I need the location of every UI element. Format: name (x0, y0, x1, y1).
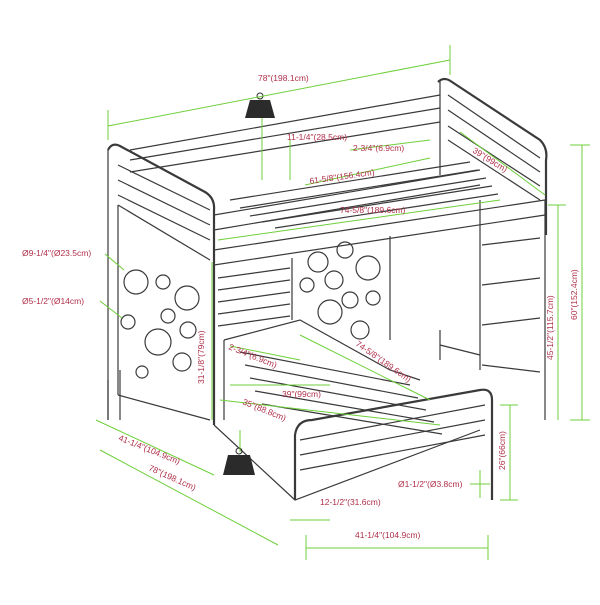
ladder (439, 200, 546, 420)
dim-side-width: 41-1/4"(104.9cm) (117, 433, 182, 467)
dim-tube-diameter: Ø1-1/2"(Ø3.8cm) (398, 479, 463, 489)
dim-circle-small: Ø5-1/2"(Ø14cm) (22, 296, 84, 306)
middle-panel-circles (299, 241, 381, 340)
dim-front-width: 41-1/4"(104.9cm) (355, 530, 421, 540)
dim-top-length: 78"(198.1cm) (258, 73, 309, 83)
bottom-slats (239, 351, 443, 435)
weight-tag-bottom: 400 LBS (223, 430, 255, 475)
bed-frame (107, 77, 548, 501)
dim-overall-height: 60"(152.4cm) (569, 269, 579, 320)
dim-top-rail-length: 61-5/8"(156.4cm) (309, 167, 375, 186)
dim-bottom-slat-gap: 2-3/4"(6.9cm) (227, 342, 278, 371)
dim-top-slat-gap: 2-3/4"(6.9cm) (353, 143, 404, 153)
dim-post-spacing: 12-1/2"(31.6cm) (320, 497, 381, 507)
dim-bottom-rail: 35"(88.8cm) (241, 397, 288, 424)
dim-under-clearance: 31-1/8"(79cm) (196, 330, 206, 384)
dim-ladder-height: 45-1/2"(115.7cm) (545, 295, 555, 360)
dim-bottom-mattress-length: 74-5/8"(189.6cm) (354, 338, 413, 384)
dimension-lines (95, 45, 590, 560)
dim-foot-height: 26"(66cm) (497, 431, 507, 470)
dim-top-mattress-length: 74-5/8"(189.6cm) (340, 205, 406, 215)
dim-bottom-length: 78"(198.1cm) (147, 463, 198, 493)
end-panel-circles (120, 269, 200, 379)
weight-top-label: 400 LBS (248, 108, 269, 114)
dim-top-inner-height: 11-1/4"(28.5cm) (287, 132, 347, 142)
dim-bottom-width: 39"(99cm) (282, 389, 321, 399)
weight-tag-top: 400 LBS (245, 92, 275, 180)
top-slats (229, 161, 499, 229)
dim-circle-large: Ø9-1/4"(Ø23.5cm) (22, 248, 91, 258)
weight-bottom-label: 400 LBS (226, 465, 247, 471)
